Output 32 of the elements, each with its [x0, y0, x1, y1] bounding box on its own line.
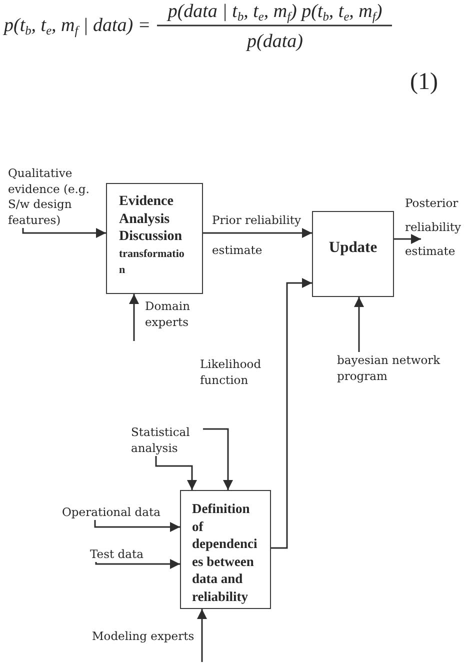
arrow — [155, 456, 197, 490]
process-note: transformation — [119, 246, 186, 278]
process-box — [312, 211, 394, 297]
arrow — [354, 297, 364, 352]
input-label: Operational data — [62, 504, 160, 520]
input-label: Test data — [90, 546, 144, 562]
arrow — [394, 234, 421, 244]
equation-numerator: p(data | t$_{b}$, t$_{e}$, m$_{f}$) p(t$_{b}$, t$_{e}$, m$_{f}$) — [168, 0, 382, 23]
process-title: Evidence Analysis Discussion — [119, 193, 184, 246]
equation-left-side: p(t$_{b}$, t$_{e}$, m$_{f}$ | data) = — [4, 14, 151, 37]
input-label: Qualitative evidence (e.g. S/w design features) — [8, 166, 108, 228]
arrow — [129, 294, 139, 341]
arrow — [271, 278, 312, 549]
equation-number: (1) — [410, 68, 438, 96]
arrow — [94, 520, 180, 532]
arrow — [203, 228, 312, 238]
arrow — [203, 428, 233, 490]
edge-label: Likelihood function — [200, 356, 262, 388]
edge-label: Domain experts — [145, 298, 191, 330]
process-title: Update — [328, 239, 378, 257]
edge-label: Prior reliability estimate — [212, 212, 302, 259]
process-box — [180, 490, 271, 609]
process-description: Definition of dependencies between data and reliability — [192, 500, 258, 605]
process-box — [106, 183, 203, 294]
mechanism-label: bayesian network program — [337, 352, 457, 384]
edge-label: Posterior reliability estimate — [405, 195, 462, 260]
arrow — [95, 559, 180, 569]
equation-denominator: p(data) — [247, 30, 303, 53]
edge-label: Modeling experts — [92, 628, 194, 644]
input-label: Statistical analysis — [131, 424, 203, 456]
arrow — [22, 228, 106, 238]
arrow — [197, 609, 207, 662]
